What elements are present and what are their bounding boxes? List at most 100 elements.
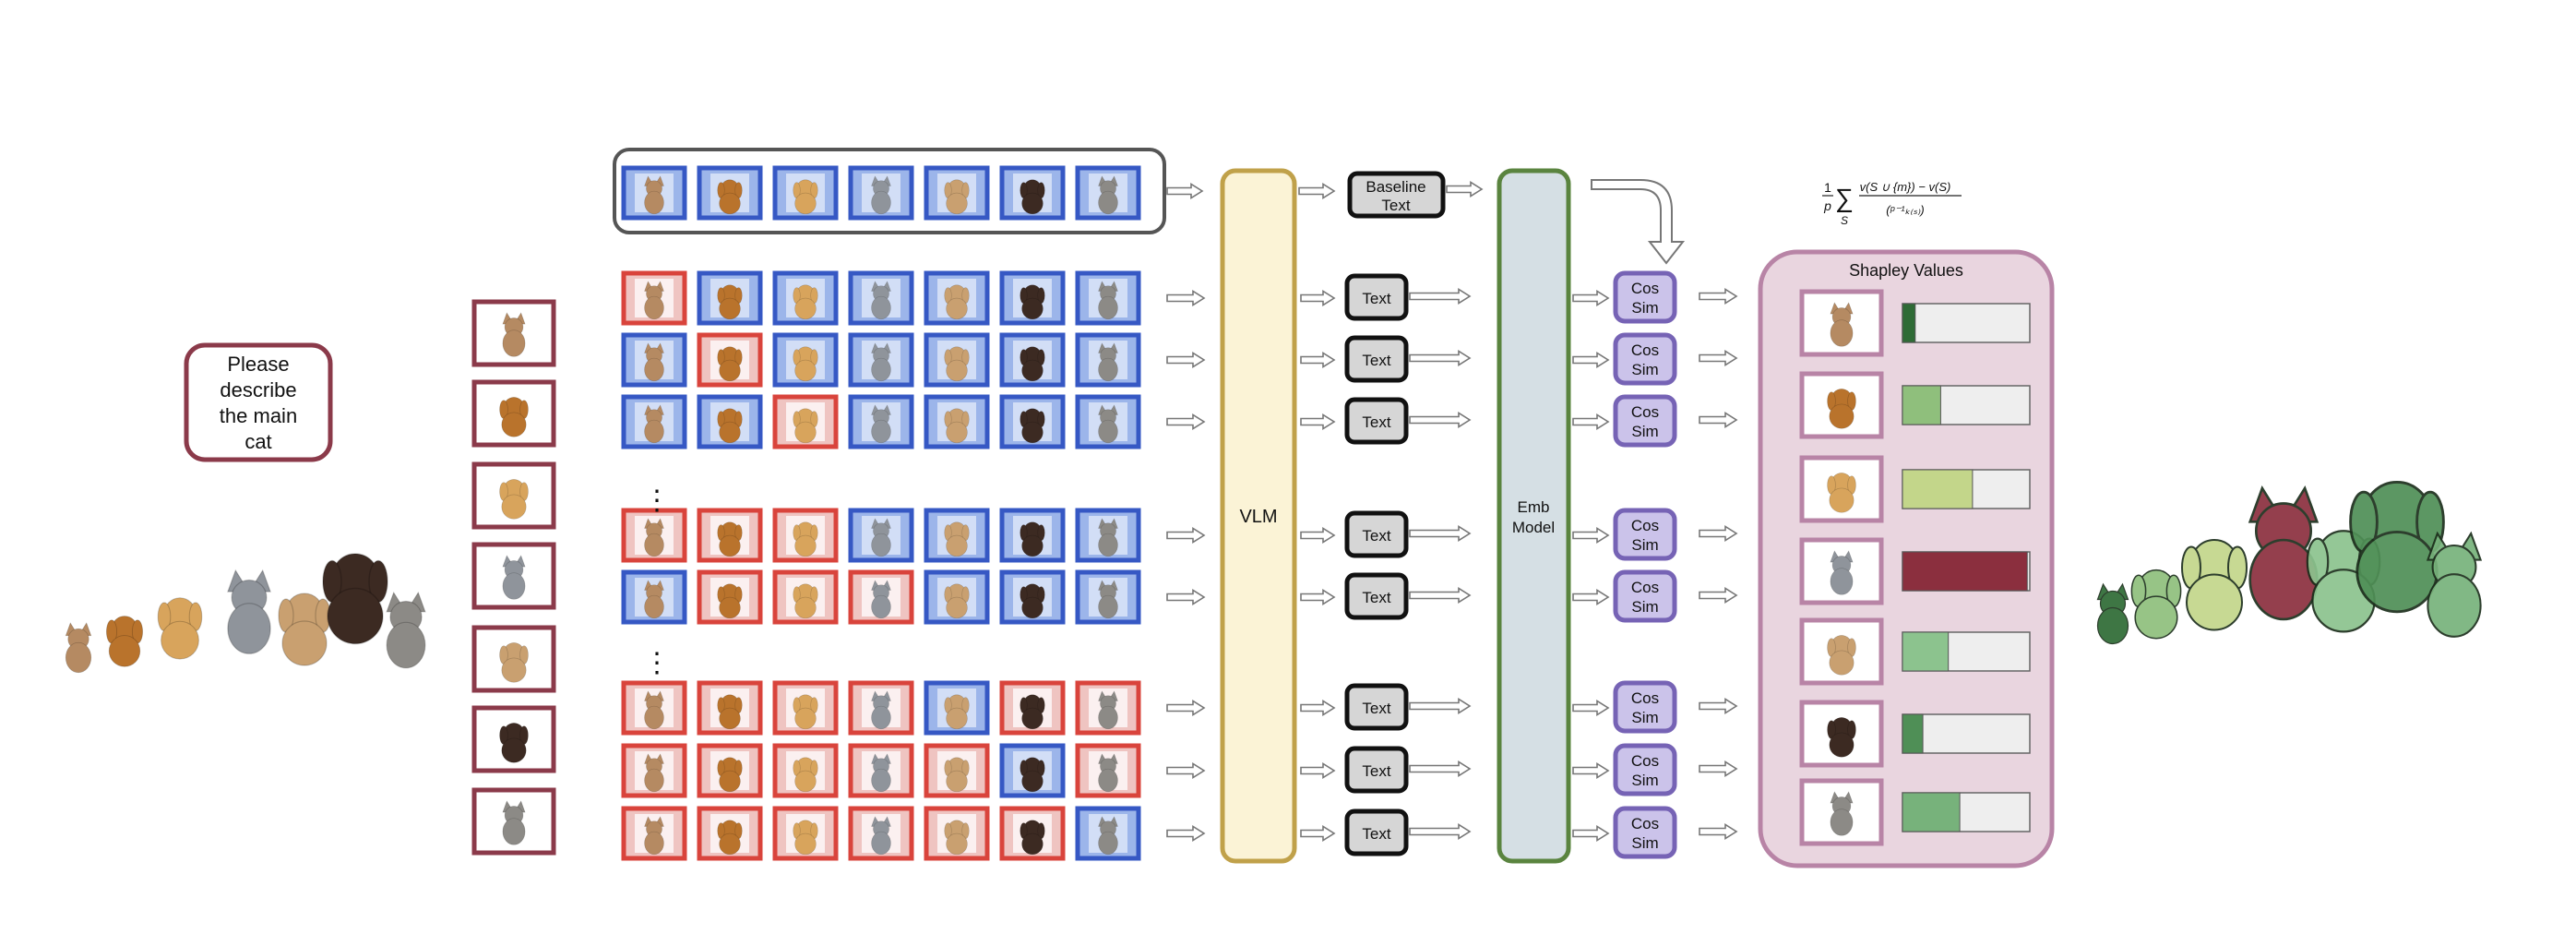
flow-arrow <box>1166 700 1206 716</box>
pomeranian-figure <box>717 757 743 793</box>
flow-arrow <box>1166 589 1206 605</box>
animal-group-photo <box>65 552 426 674</box>
text-box <box>1344 397 1409 445</box>
formula-numerator: v(S ∪ {m}) − v(S) <box>1860 180 1951 194</box>
shapley-bar-fill <box>1902 469 1974 509</box>
segmented-patch-column <box>471 299 556 856</box>
grey-cat-figure <box>871 518 891 557</box>
corgi-figure <box>793 284 818 320</box>
flow-arrow <box>1166 290 1206 306</box>
tabby-cat-figure <box>1098 281 1118 320</box>
shapley-formula: 1 p ∑ S v(S ∪ {m}) − v(S) (ᵖ⁻¹ₖ₍ₛ₎) <box>1822 180 1962 227</box>
tabby-cat-figure <box>1098 690 1118 730</box>
grey-cat-figure <box>871 404 891 444</box>
shapley-bar-fill <box>1902 551 2028 592</box>
grey-cat-figure <box>226 569 272 655</box>
flow-arrow <box>1300 413 1336 430</box>
flow-arrow <box>1572 352 1610 368</box>
bulldog-figure <box>499 641 529 683</box>
dark-dog-figure <box>1020 284 1045 320</box>
baseline-to-cos-arrow <box>1591 179 1686 265</box>
cos-sim-label: Cos <box>1631 517 1659 534</box>
dark-dog-figure <box>1020 521 1045 557</box>
flow-arrow <box>1166 825 1206 842</box>
flow-arrow <box>1300 589 1336 605</box>
text-box <box>1344 746 1409 794</box>
dark-dog-figure <box>1020 346 1045 382</box>
cos-sim-box <box>1613 569 1677 623</box>
emb-label: Emb <box>1518 498 1550 516</box>
kitten-tabby-figure <box>65 622 92 674</box>
flow-arrow <box>1699 525 1738 542</box>
flow-arrow <box>1409 760 1472 777</box>
prompt-line: Please <box>227 353 289 376</box>
cos-sim-label: Cos <box>1631 280 1659 297</box>
flow-arrow <box>1409 350 1472 366</box>
text-box <box>1344 808 1409 856</box>
flow-arrow <box>1572 825 1610 842</box>
tabby-cat-figure <box>1098 518 1118 557</box>
dark-dog-figure <box>1020 408 1045 444</box>
flow-arrow <box>1699 350 1738 366</box>
flow-arrow <box>1572 413 1610 430</box>
formula-frac-num: 1 <box>1824 180 1831 195</box>
bulldog-figure <box>944 408 970 444</box>
dark-dog-figure <box>1020 694 1045 730</box>
cos-sim-box <box>1613 270 1677 324</box>
shapley-bar-fill <box>1902 792 1961 832</box>
grey-cat-figure <box>871 580 891 619</box>
pomeranian-figure <box>717 521 743 557</box>
flow-arrow <box>1409 525 1472 542</box>
corgi-figure <box>1827 472 1856 513</box>
grey-cat-figure <box>871 753 891 793</box>
corgi-figure <box>793 694 818 730</box>
kitten-tabby-figure <box>644 753 664 793</box>
attribution-silhouettes <box>2096 480 2482 645</box>
kitten-tabby-figure <box>644 281 664 320</box>
flow-arrow <box>1300 700 1336 716</box>
corgi-figure <box>793 583 818 619</box>
flow-arrow <box>1699 823 1738 840</box>
text-box-label: Text <box>1362 700 1390 717</box>
flow-arrow <box>1699 412 1738 428</box>
cos-sim-label: Cos <box>1631 341 1659 359</box>
tabby-cat-figure <box>1830 791 1854 836</box>
pomeranian-figure <box>717 346 743 382</box>
pipeline-rows: TextCosSimTextCosSimTextCosSimTextCosSim… <box>1166 181 1738 859</box>
kitten-tabby-figure <box>644 175 664 215</box>
flow-arrow <box>1166 762 1206 779</box>
tabby-cat-figure <box>386 592 426 669</box>
flow-arrow <box>1300 762 1336 779</box>
tabby-cat-figure <box>1098 175 1118 215</box>
pomeranian-figure <box>717 408 743 444</box>
text-box-label: Text <box>1362 352 1390 369</box>
kitten-tabby-silhouette <box>2096 583 2129 645</box>
cos-sim-label: Sim <box>1631 598 1658 616</box>
dark-dog-figure <box>1020 583 1045 619</box>
bulldog-figure <box>944 521 970 557</box>
text-box-label: Text <box>1362 413 1390 431</box>
flow-arrow <box>1409 587 1472 604</box>
ellipsis: ⋮ <box>643 485 671 516</box>
vlm-label: VLM <box>1239 507 1277 527</box>
kitten-tabby-figure <box>644 342 664 382</box>
flow-arrow <box>1409 823 1472 840</box>
prompt-line: describe <box>220 378 296 401</box>
shapley-bar-fill <box>1902 385 1941 425</box>
kitten-tabby-figure <box>644 690 664 730</box>
shapley-bar-fill <box>1902 631 1950 672</box>
formula-denominator: (ᵖ⁻¹ₖ₍ₛ₎) <box>1886 203 1924 217</box>
kitten-tabby-figure <box>644 404 664 444</box>
flow-arrow <box>1572 589 1610 605</box>
baseline-label: Baseline <box>1366 178 1425 196</box>
bulldog-figure <box>1827 634 1856 676</box>
flow-arrow <box>1166 183 1204 199</box>
tabby-cat-figure <box>1098 753 1118 793</box>
pomeranian-figure <box>717 583 743 619</box>
flow-arrow <box>1300 527 1336 544</box>
emb-label: Model <box>1512 519 1555 536</box>
tabby-cat-figure <box>1098 404 1118 444</box>
formula-frac-den: p <box>1823 198 1831 213</box>
pomeranian-figure <box>1827 388 1856 429</box>
grey-cat-figure <box>871 690 891 730</box>
